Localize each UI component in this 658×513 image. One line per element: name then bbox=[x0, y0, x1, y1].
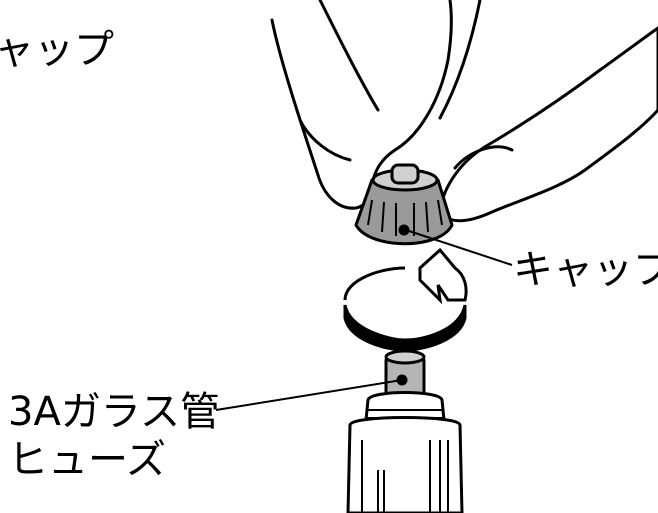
arrow-head bbox=[418, 247, 468, 305]
cap-label-partial: ャップ bbox=[0, 27, 114, 73]
cap-ridges bbox=[367, 199, 443, 236]
fuse-leader-line bbox=[215, 379, 403, 411]
cap-knob bbox=[390, 163, 420, 185]
fuse-label-line2: ヒューズ bbox=[8, 437, 166, 483]
arrow-ring-top bbox=[343, 266, 406, 301]
cap-label: キャップ bbox=[513, 247, 658, 293]
arrow-ring-bottom bbox=[343, 304, 467, 352]
cap-leader-line bbox=[405, 229, 513, 266]
finger-right bbox=[438, 26, 658, 223]
finger-back bbox=[318, 0, 482, 120]
holder-neck bbox=[364, 391, 446, 422]
fuse-holder bbox=[346, 391, 464, 513]
cap bbox=[354, 163, 454, 246]
counterclockwise-arrow-icon bbox=[343, 247, 468, 352]
fuse-end bbox=[384, 349, 426, 365]
nail bbox=[453, 145, 514, 170]
fuse-label-line1: 3Aガラス管 bbox=[8, 389, 221, 435]
knuckle-line bbox=[298, 118, 352, 162]
holder-body bbox=[346, 416, 464, 513]
hand bbox=[270, 0, 658, 223]
holder-ribs bbox=[361, 440, 449, 513]
